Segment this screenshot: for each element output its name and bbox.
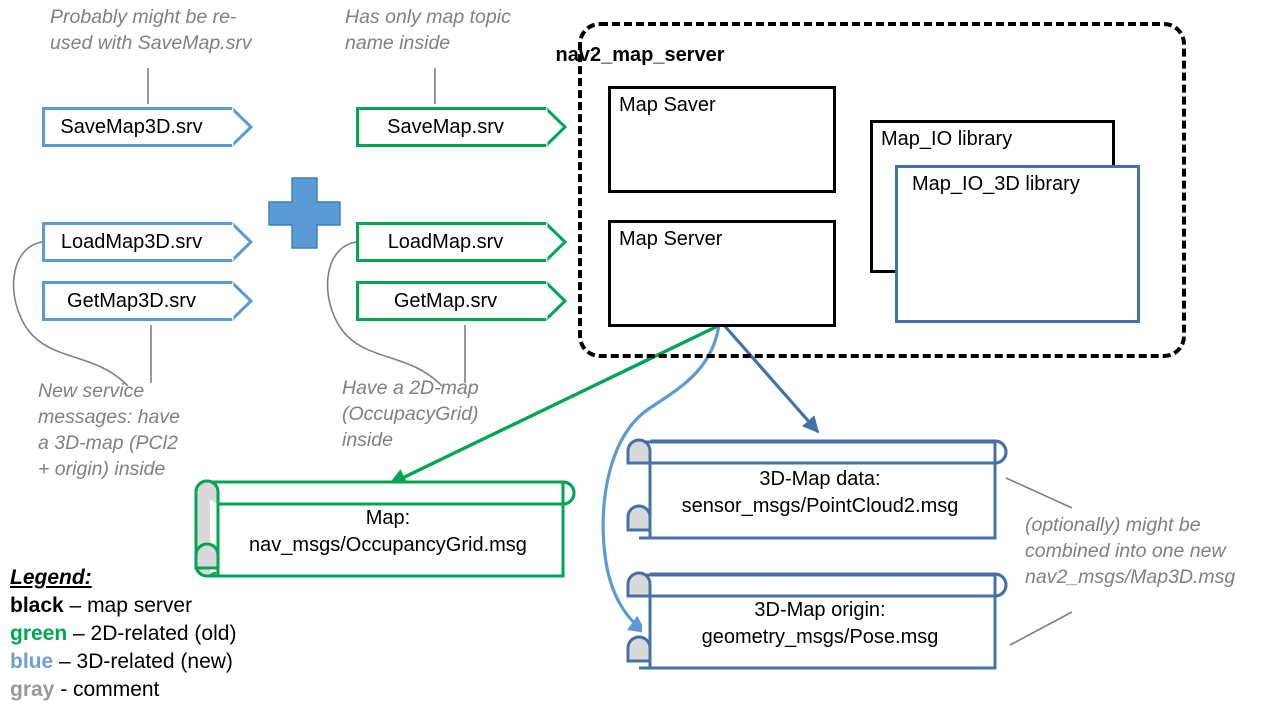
comment-new-service-messages: New service messages: have a 3D-map (PCl… — [38, 380, 180, 480]
box-map-saver[interactable]: Map Saver — [608, 86, 836, 193]
service-getmap[interactable]: GetMap.srv — [356, 281, 567, 321]
service-label: LoadMap3D.srv — [60, 230, 203, 253]
legend-sep: – — [53, 650, 77, 673]
msg-label: Map: nav_msgs/OccupancyGrid.msg — [249, 507, 527, 557]
legend-row-green: green – 2D-related (old) — [10, 620, 236, 648]
legend-key: black — [10, 594, 64, 617]
service-savemap[interactable]: SaveMap.srv — [356, 107, 567, 147]
legend-sep: – — [63, 594, 88, 617]
service-loadmap[interactable]: LoadMap.srv — [356, 222, 567, 262]
legend-title: Legend: — [10, 566, 92, 589]
msg-3d-map-origin[interactable]: 3D-Map origin: geometry_msgs/Pose.msg — [628, 574, 1006, 668]
legend-row-gray: gray - comment — [10, 676, 236, 704]
nav2-map-server-container — [578, 22, 1186, 358]
service-label: GetMap.srv — [393, 289, 498, 312]
arrow-tip-icon — [546, 281, 567, 321]
box-label: Map Server — [619, 228, 723, 250]
msg-label: 3D-Map data: sensor_msgs/PointCloud2.msg — [681, 467, 959, 517]
msg-label: 3D-Map origin: geometry_msgs/Pose.msg — [701, 599, 939, 649]
legend-desc: 2D-related (old) — [90, 622, 237, 645]
service-label: GetMap3D.srv — [67, 289, 196, 312]
arrow-tip-icon — [546, 222, 567, 262]
arrow-tip-icon — [232, 107, 253, 147]
legend-desc: map server — [87, 594, 193, 617]
legend-sep: – — [67, 622, 91, 645]
legend: Legend: black – map server green – 2D-re… — [10, 564, 236, 704]
nav2-map-server-title: nav2_map_server — [555, 44, 725, 66]
legend-sep: - — [54, 678, 74, 701]
comment-savemap: Has only map topic name inside — [345, 6, 511, 54]
msg-map-2d[interactable]: Map: nav_msgs/OccupancyGrid.msg — [196, 482, 574, 576]
box-label: Map_IO library — [881, 128, 1013, 150]
box-map-io-3d-library[interactable]: Map_IO_3D library — [895, 165, 1140, 323]
arrow-tip-icon — [546, 107, 567, 147]
comment-savemap3d: Probably might be re- used with SaveMap.… — [50, 6, 252, 54]
box-map-server[interactable]: Map Server — [608, 220, 836, 327]
service-label: SaveMap3D.srv — [60, 115, 203, 138]
service-getmap3d[interactable]: GetMap3D.srv — [42, 281, 253, 321]
service-label: LoadMap.srv — [387, 230, 504, 253]
service-savemap3d[interactable]: SaveMap3D.srv — [42, 107, 253, 147]
box-label: Map Saver — [619, 94, 716, 116]
legend-row-black: black – map server — [10, 592, 236, 620]
legend-row-blue: blue – 3D-related (new) — [10, 648, 236, 676]
leader-optional-top — [1005, 477, 1073, 509]
plus-icon — [268, 177, 341, 249]
legend-key: green — [10, 622, 68, 645]
legend-desc: 3D-related (new) — [76, 650, 233, 673]
legend-desc: comment — [73, 678, 160, 701]
leader-optional-bottom — [1009, 611, 1073, 646]
comment-2d-map: Have a 2D-map (OccupacyGrid) inside — [342, 377, 479, 451]
box-label: Map_IO_3D library — [912, 173, 1080, 195]
legend-key: gray — [10, 678, 55, 701]
comment-optionally-combined: (optionally) might be combined into one … — [1025, 514, 1236, 588]
legend-key: blue — [10, 650, 54, 673]
msg-3d-map-data[interactable]: 3D-Map data: sensor_msgs/PointCloud2.msg — [628, 441, 1006, 538]
arrow-tip-icon — [232, 222, 253, 262]
service-label: SaveMap.srv — [387, 115, 504, 138]
arrow-tip-icon — [232, 281, 253, 321]
service-loadmap3d[interactable]: LoadMap3D.srv — [42, 222, 253, 262]
